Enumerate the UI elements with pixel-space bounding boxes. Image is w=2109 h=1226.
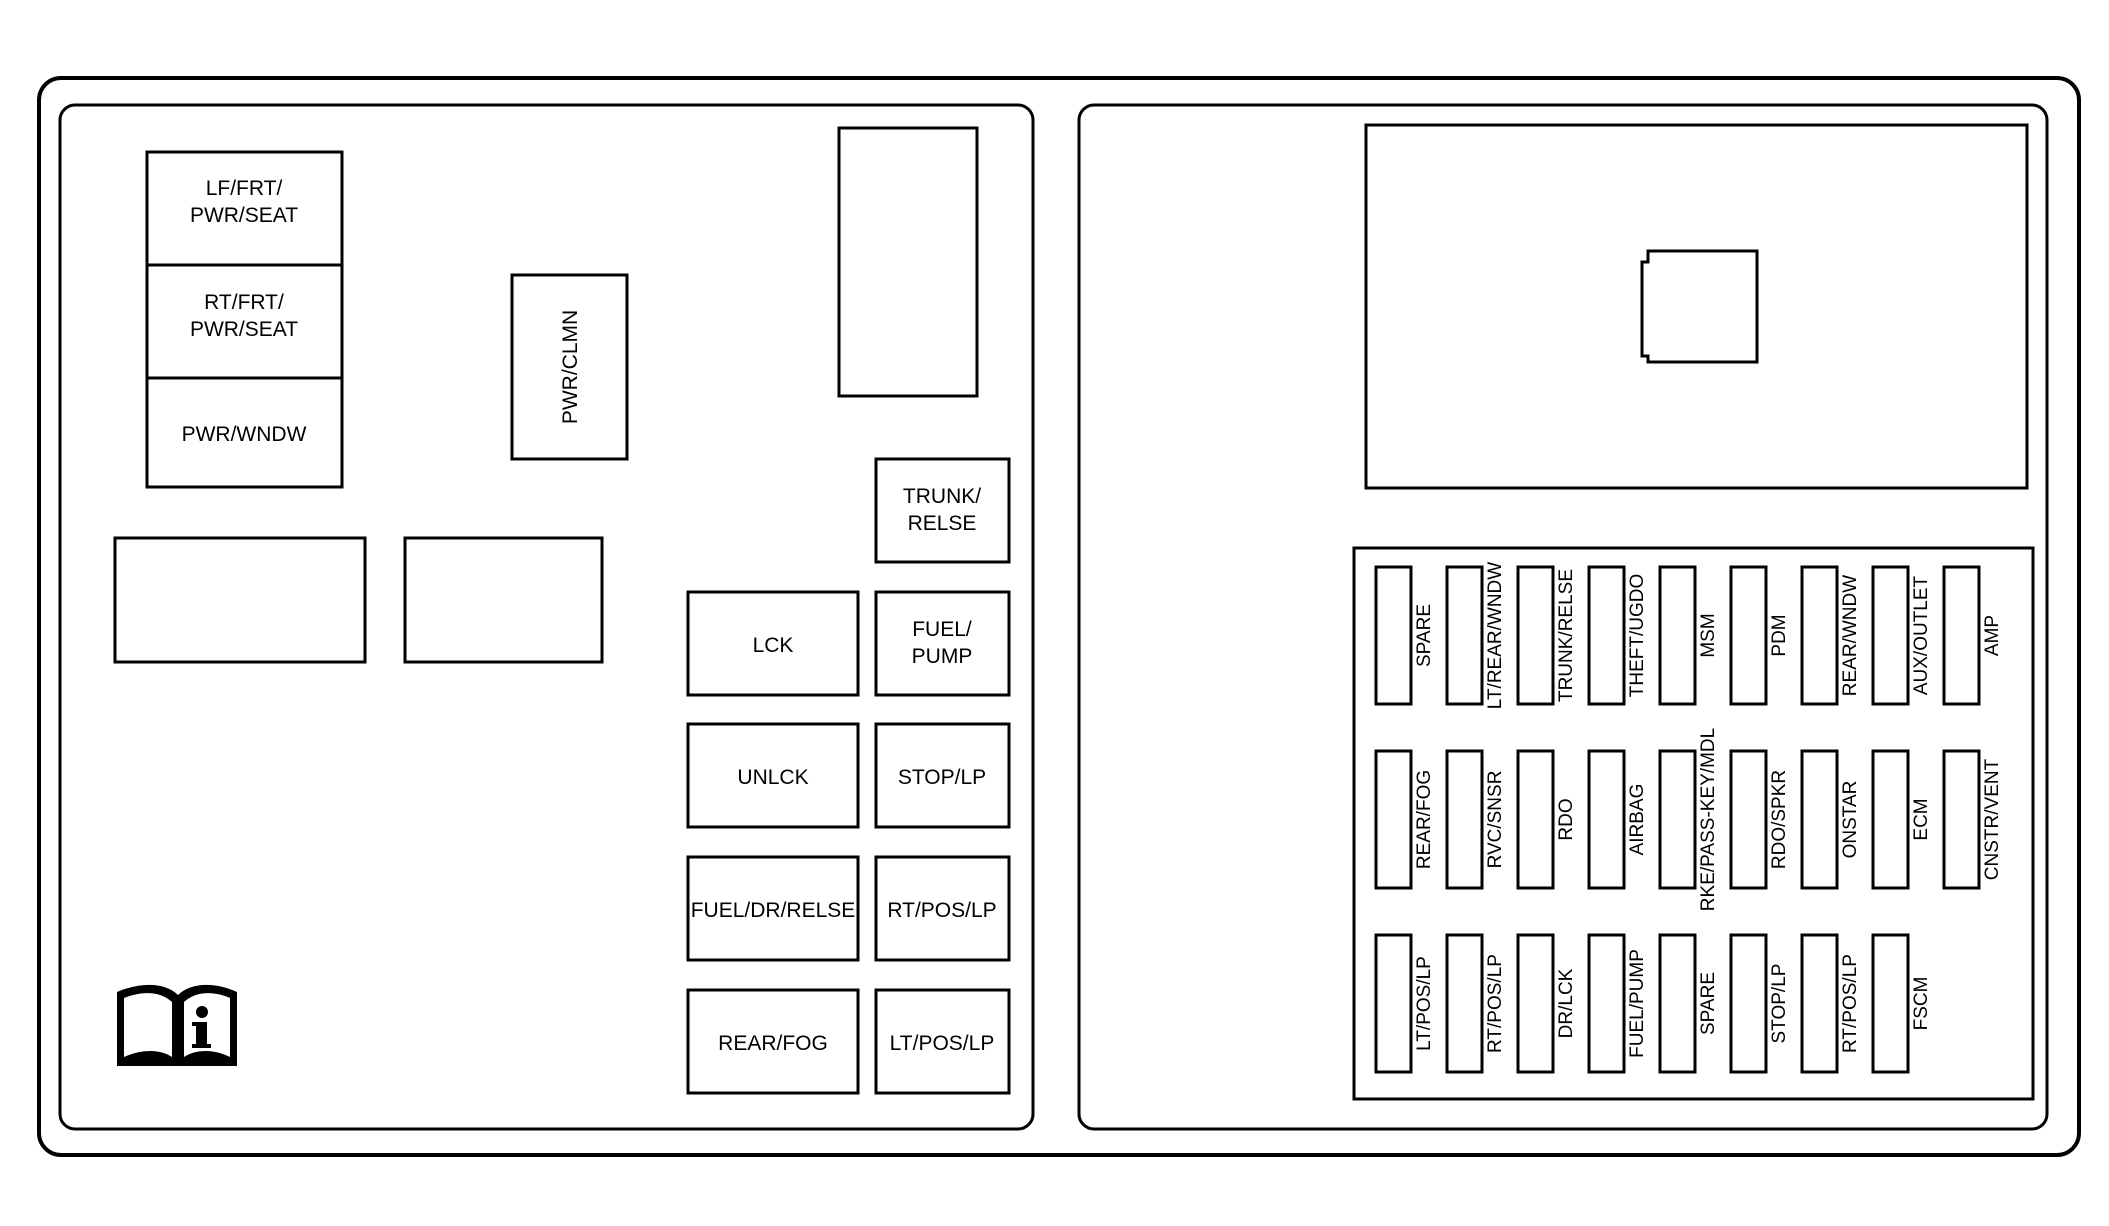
module-connector [1640, 249, 1759, 364]
relay-label-line: PWR/SEAT [190, 318, 298, 341]
mini-fuse-label: FUEL/PUMP [1627, 949, 1648, 1058]
empty-relay-slot-center [403, 536, 604, 664]
mini-fuse-label: PDM [1769, 614, 1790, 656]
mini-fuse-label: ONSTAR [1840, 781, 1861, 859]
mini-fuse-label: MSM [1698, 613, 1719, 657]
mini-fuse-label: RDO/SPKR [1769, 770, 1790, 869]
relay-trunk-relse[interactable] [874, 457, 1011, 564]
relay-label-lt-pos-lp: LT/POS/LP [890, 1032, 995, 1055]
relay-fuel-pump[interactable] [874, 590, 1011, 697]
relay-label-line: RT/FRT/ [204, 291, 284, 314]
mini-fuse-label: AMP [1982, 615, 2003, 656]
mini-fuse[interactable] [1729, 749, 1768, 890]
mini-fuse-label: STOP/LP [1769, 964, 1790, 1044]
relay-label-line: PWR/WNDW [182, 423, 307, 446]
relay-unlck[interactable] [686, 722, 860, 829]
empty-relay-slot-tall [837, 126, 979, 398]
mini-fuse[interactable] [1729, 933, 1768, 1074]
relay-stop-lp[interactable] [874, 722, 1011, 829]
mini-fuse[interactable] [1800, 565, 1839, 706]
mini-fuse[interactable] [1871, 749, 1910, 890]
relay-pwr-wndw[interactable] [145, 376, 344, 489]
mini-fuse[interactable] [1374, 933, 1413, 1074]
mini-fuse-label: SPARE [1414, 604, 1435, 667]
mini-fuse[interactable] [1800, 933, 1839, 1074]
mini-fuse-label: AUX/OUTLET [1911, 575, 1932, 695]
relay-label-rear-fog: REAR/FOG [718, 1032, 828, 1055]
relay-label-line: PWR/SEAT [190, 204, 298, 227]
mini-fuse[interactable] [1871, 933, 1910, 1074]
mini-fuse[interactable] [1658, 933, 1697, 1074]
mini-fuse-label: DR/LCK [1556, 968, 1577, 1038]
relay-lck[interactable] [686, 590, 860, 697]
mini-fuse[interactable] [1374, 749, 1413, 890]
mini-fuse[interactable] [1445, 749, 1484, 890]
mini-fuse[interactable] [1942, 749, 1981, 890]
mini-fuse-label: LT/POS/LP [1414, 956, 1435, 1051]
mini-fuse[interactable] [1729, 565, 1768, 706]
mini-fuse[interactable] [1587, 749, 1626, 890]
mini-fuse-label: TRUNK/RELSE [1556, 569, 1577, 702]
mini-fuse[interactable] [1516, 933, 1555, 1074]
mini-fuse-label: THEFT/UGDO [1627, 574, 1648, 698]
owner-manual-info-icon [117, 984, 237, 1066]
relay-lf-frt-pwr-seat[interactable] [145, 150, 344, 267]
mini-fuse-label: FSCM [1911, 977, 1932, 1031]
mini-fuse-label: RVC/SNSR [1485, 771, 1506, 869]
relay-grid-left-column: LCK UNLCK FUEL/DR/RELSE REAR/FOG [686, 590, 860, 1095]
mini-fuse[interactable] [1445, 565, 1484, 706]
relay-label-rt-pos-lp: RT/POS/LP [887, 899, 996, 922]
mini-fuse-label: CNSTR/VENT [1982, 758, 2003, 880]
mini-fuse[interactable] [1445, 933, 1484, 1074]
mini-fuse[interactable] [1800, 749, 1839, 890]
relay-label-line: FUEL/ [912, 618, 972, 641]
mini-fuse[interactable] [1658, 749, 1697, 890]
empty-relay-slot-left [113, 536, 367, 664]
relay-label-line: LF/FRT/ [206, 177, 283, 200]
mini-fuse-label: RT/POS/LP [1840, 954, 1861, 1053]
relay-label-line: TRUNK/ [903, 485, 981, 508]
mini-fuse-label: AIRBAG [1627, 784, 1648, 856]
mini-fuse[interactable] [1516, 749, 1555, 890]
relay-rt-pos-lp[interactable] [874, 855, 1011, 962]
relay-pwr-clmn[interactable] [510, 273, 629, 461]
relay-label-line: RELSE [908, 512, 977, 535]
mini-fuse[interactable] [1374, 565, 1413, 706]
relay-label-fuel-dr-relse: FUEL/DR/RELSE [691, 899, 856, 922]
relay-lt-pos-lp[interactable] [874, 988, 1011, 1095]
mini-fuse[interactable] [1658, 565, 1697, 706]
relay-grid-right-column: TRUNK/ RELSE FUEL/ PUMP STOP/LP RT/POS/L… [874, 457, 1011, 1095]
relay-rear-fog[interactable] [686, 988, 860, 1095]
relay-label-lck: LCK [753, 634, 794, 657]
relay-label-stop-lp: STOP/LP [898, 766, 986, 789]
mini-fuse-label: RDO [1556, 798, 1577, 840]
mini-fuse-label: RT/POS/LP [1485, 954, 1506, 1053]
mini-fuse[interactable] [1587, 933, 1626, 1074]
mini-fuse-label: RKE/PASS-KEY/MDL [1698, 728, 1719, 911]
mini-fuse-label: SPARE [1698, 972, 1719, 1035]
seat-relay-stack: LF/FRT/ PWR/SEAT RT/FRT/ PWR/SEAT PWR/WN… [145, 150, 344, 489]
mini-fuse-label: REAR/FOG [1414, 770, 1435, 869]
relay-label-unlck: UNLCK [737, 766, 808, 789]
mini-fuse[interactable] [1871, 565, 1910, 706]
mini-fuse-label: LT/REAR/WNDW [1485, 562, 1506, 709]
mini-fuse-label: REAR/WNDW [1840, 575, 1861, 696]
mini-fuse[interactable] [1942, 565, 1981, 706]
mini-fuse[interactable] [1516, 565, 1555, 706]
mini-fuse-label: ECM [1911, 798, 1932, 840]
relay-fuel-dr-relse[interactable] [686, 855, 860, 962]
relay-label-pwr-clmn: PWR/CLMN [559, 310, 582, 424]
mini-fuse[interactable] [1587, 565, 1626, 706]
relay-label-line: PUMP [912, 645, 973, 668]
mini-fuse-group: SPARE LT/REAR/WNDW TRUNK/RELSE THEFT/UGDO MS… [1374, 562, 2003, 1074]
